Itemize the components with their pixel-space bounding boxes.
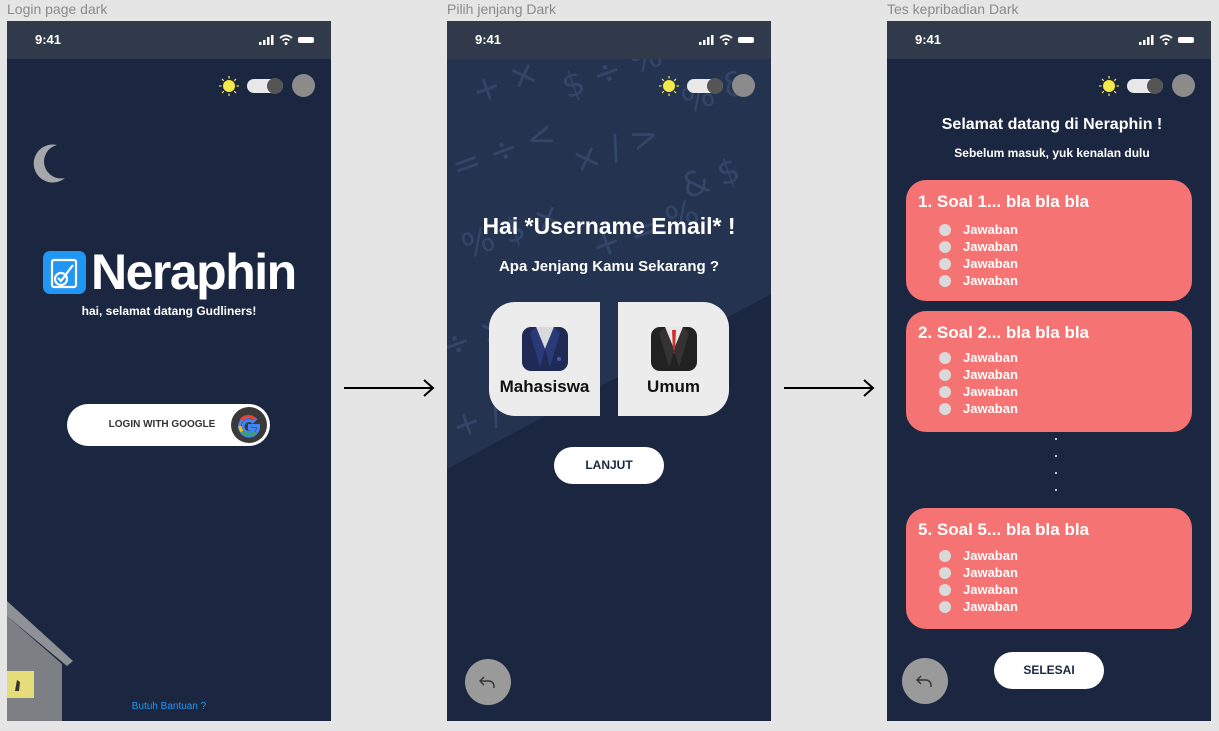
option-mahasiswa-button[interactable]: Mahasiswa	[489, 302, 600, 416]
logo-icon	[43, 251, 86, 294]
back-button[interactable]	[902, 658, 948, 704]
radio-icon	[939, 403, 951, 415]
theme-toggle[interactable]	[1099, 73, 1195, 99]
radio-icon	[939, 369, 951, 381]
question-card: 5. Soal 5... bla bla bla Jawaban Jawaban…	[906, 508, 1192, 629]
moon-icon	[292, 74, 315, 97]
frame-label-jenjang: Pilih jenjang Dark	[447, 1, 556, 17]
switch-knob	[707, 78, 723, 94]
house-illustration	[7, 601, 73, 721]
answer-label: Jawaban	[963, 222, 1018, 237]
theme-switch[interactable]	[247, 78, 283, 94]
sun-icon	[1099, 76, 1119, 96]
status-time: 9:41	[475, 32, 502, 47]
flow-arrow-icon	[784, 379, 875, 397]
status-bar: 9:41	[887, 21, 1211, 59]
status-icons	[699, 34, 754, 45]
answer-label: Jawaban	[963, 548, 1018, 563]
answer-label: Jawaban	[963, 367, 1018, 382]
help-link[interactable]: Butuh Bantuan ?	[131, 701, 207, 712]
radio-icon	[939, 584, 951, 596]
sun-icon	[219, 76, 239, 96]
moon-icon	[1172, 74, 1195, 97]
question-label: 5. Soal 5... bla bla bla	[918, 520, 1090, 539]
status-icons	[259, 34, 314, 45]
option-mahasiswa-label: Mahasiswa	[499, 377, 590, 396]
answer-label: Jawaban	[963, 565, 1018, 580]
back-arrow-icon	[479, 676, 495, 688]
status-bar: 9:41	[7, 21, 331, 59]
theme-switch[interactable]	[687, 78, 723, 94]
answer-label: Jawaban	[963, 401, 1018, 416]
answer-label: Jawaban	[963, 384, 1018, 399]
brand-name: Neraphin	[91, 244, 297, 300]
option-umum-label: Umum	[647, 377, 700, 396]
frame-label-tes: Tes kepribadian Dark	[887, 1, 1019, 17]
tes-title: Selamat datang di Neraphin !	[941, 116, 1163, 133]
question-label: 2. Soal 2... bla bla bla	[918, 323, 1090, 342]
theme-switch[interactable]	[1127, 78, 1163, 94]
tagline: hai, selamat datang Gudliners!	[81, 304, 257, 318]
tes-subtitle: Sebelum masuk, yuk kenalan dulu	[954, 146, 1150, 160]
radio-icon	[939, 241, 951, 253]
login-google-button[interactable]: LOGIN WITH GOOGLE	[67, 404, 270, 446]
switch-knob	[267, 78, 283, 94]
frame-label-login: Login page dark	[7, 1, 108, 17]
radio-icon	[939, 601, 951, 613]
crescent-moon-icon	[33, 144, 65, 183]
brand-logo: Neraphin	[43, 244, 298, 305]
login-google-label: LOGIN WITH GOOGLE	[108, 419, 216, 430]
selesai-button[interactable]: SELESAI	[994, 652, 1104, 689]
answer-label: Jawaban	[963, 599, 1018, 614]
option-umum-button[interactable]: Umum	[618, 302, 729, 416]
sun-icon	[659, 76, 679, 96]
flow-arrow-icon	[344, 379, 435, 397]
tes-screen: 9:41 Selamat datang di Neraphin ! Sebelu…	[887, 21, 1211, 721]
status-time: 9:41	[915, 32, 942, 47]
question-card: 2. Soal 2... bla bla bla Jawaban Jawaban…	[906, 311, 1192, 432]
back-arrow-icon	[916, 675, 932, 687]
answer-label: Jawaban	[963, 256, 1018, 271]
status-icons	[1139, 34, 1194, 45]
theme-toggle[interactable]	[659, 73, 755, 99]
status-time: 9:41	[35, 32, 62, 47]
answer-label: Jawaban	[963, 582, 1018, 597]
status-bar: 9:41	[447, 21, 771, 59]
radio-icon	[939, 258, 951, 270]
moon-icon	[732, 74, 755, 97]
login-screen: 9:41 Neraphin hai, selamat datang Gudl	[7, 21, 331, 721]
jenjang-question: Apa Jenjang Kamu Sekarang ?	[498, 258, 720, 275]
suit-icon	[522, 327, 568, 371]
question-label: 1. Soal 1... bla bla bla	[918, 192, 1090, 211]
jenjang-screen: + × $ ÷ % % & = ÷ < × / > & $ % $ × + = …	[447, 21, 771, 721]
answer-label: Jawaban	[963, 239, 1018, 254]
radio-icon	[939, 352, 951, 364]
answer-label: Jawaban	[963, 273, 1018, 288]
radio-icon	[939, 550, 951, 562]
google-icon	[231, 407, 267, 443]
greeting-title: Hai *Username Email* !	[482, 213, 736, 239]
answer-label: Jawaban	[963, 350, 1018, 365]
lanjut-button[interactable]: LANJUT	[554, 447, 664, 484]
radio-icon	[939, 224, 951, 236]
radio-icon	[939, 386, 951, 398]
theme-toggle[interactable]	[219, 73, 315, 99]
radio-icon	[939, 567, 951, 579]
radio-icon	[939, 275, 951, 287]
question-card: 1. Soal 1... bla bla bla Jawaban Jawaban…	[906, 180, 1192, 301]
suit-tie-icon	[651, 327, 697, 371]
back-button[interactable]	[465, 659, 511, 705]
switch-knob	[1147, 78, 1163, 94]
